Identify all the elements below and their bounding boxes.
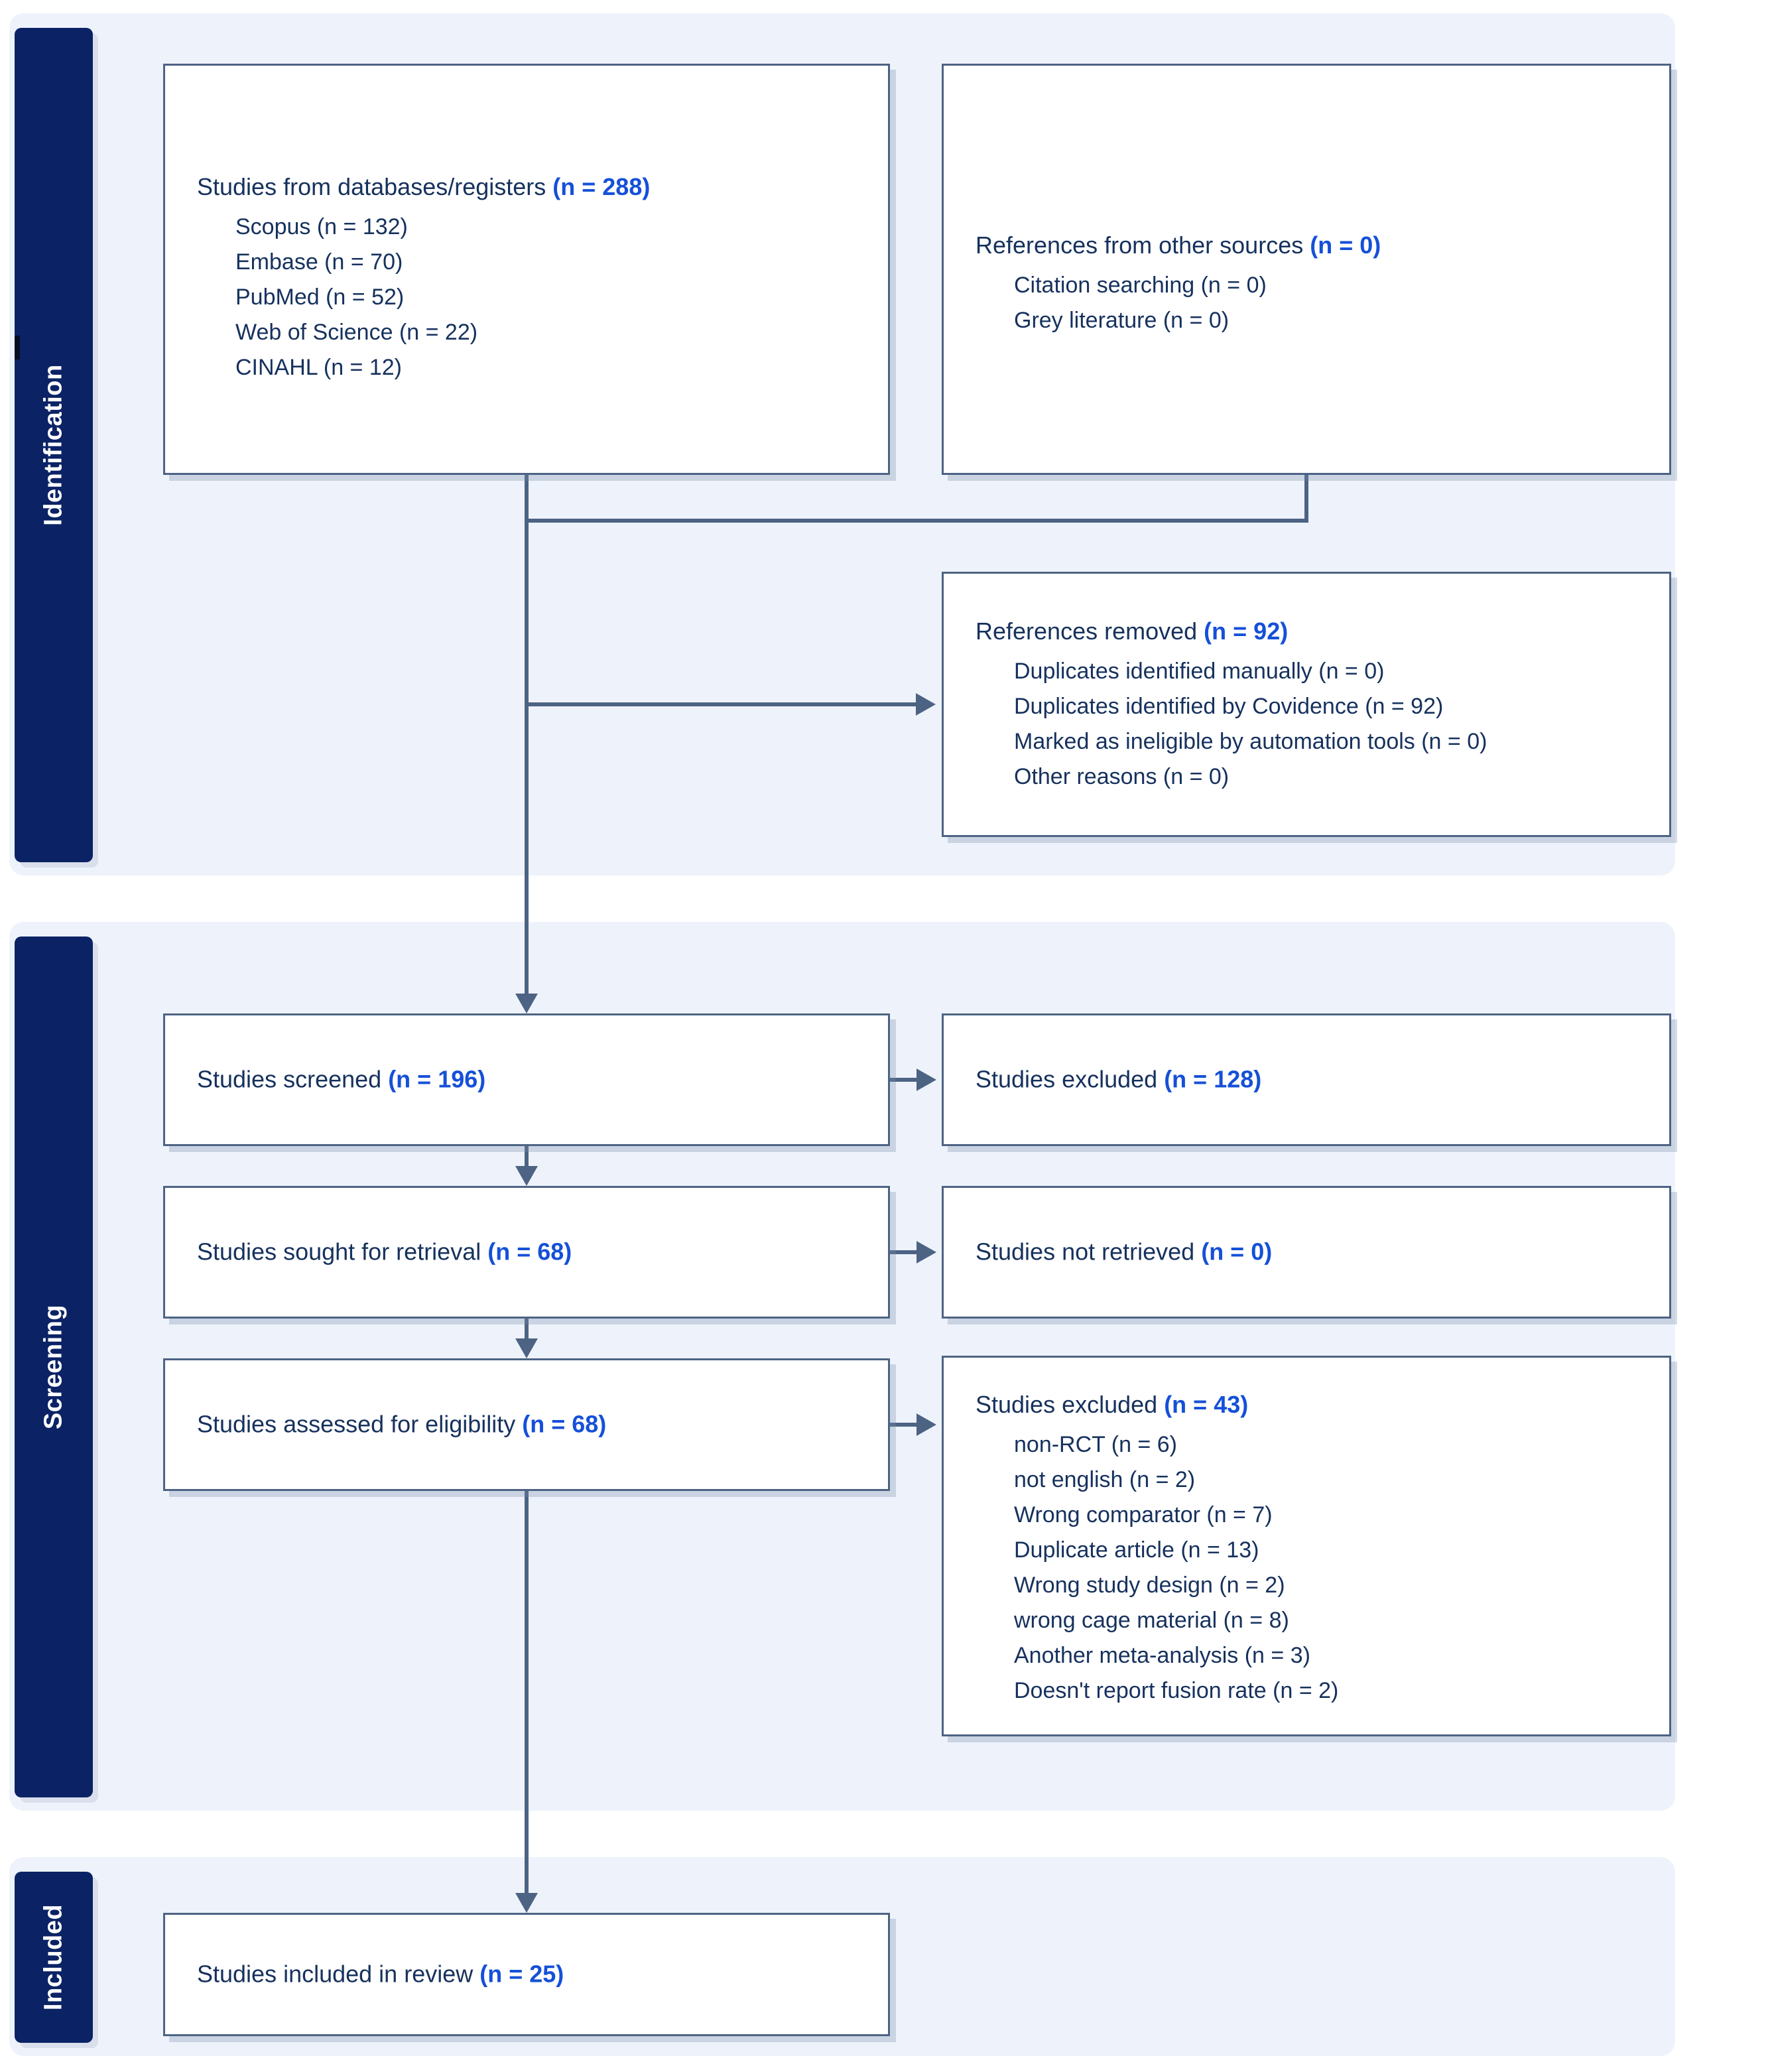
list-item: wrong cage material (n = 8) [1014, 1607, 1289, 1633]
box-studies-not-retrieved: Studies not retrieved (n = 0) [942, 1186, 1671, 1319]
arrowhead-to-studies-included [515, 1893, 538, 1913]
arrowhead-sought-to-notretrieved [916, 1241, 936, 1263]
box-references-removed: References removed (n = 92) Duplicates i… [942, 572, 1671, 837]
list-item: Duplicates identified by Covidence (n = … [1014, 693, 1444, 719]
box-studies-screened: Studies screened (n = 196) [163, 1013, 890, 1146]
list-item: Grey literature (n = 0) [1014, 307, 1230, 333]
box-header: References from other sources (n = 0) [976, 231, 1381, 259]
connector-identification-spine [525, 519, 529, 1000]
list-item: Marked as ineligible by automation tools… [1014, 728, 1487, 754]
box-header: Studies not retrieved (n = 0) [976, 1238, 1273, 1265]
box-header: Studies excluded (n = 43) [976, 1391, 1249, 1418]
connector-merge-bus [525, 519, 1308, 523]
arrowhead-screened-to-sought [515, 1166, 538, 1186]
connector-databases-down [525, 475, 529, 523]
connector-to-references-removed [525, 702, 916, 706]
box-references-from-other-sources: References from other sources (n = 0) Ci… [942, 64, 1671, 475]
phase-label-identification: Identification [39, 364, 68, 526]
list-item: non-RCT (n = 6) [1014, 1431, 1177, 1457]
arrowhead-sought-to-eligibility [515, 1338, 538, 1358]
connector-eligibility-to-included [525, 1491, 529, 1893]
box-header: Studies excluded (n = 128) [976, 1065, 1262, 1093]
identification-tick-mark [15, 336, 20, 359]
arrowhead-to-references-removed [916, 693, 936, 716]
list-item: Scopus (n = 132) [235, 214, 408, 239]
box-header: Studies from databases/registers (n = 28… [197, 173, 651, 200]
list-item: PubMed (n = 52) [235, 284, 405, 310]
connector-othersources-down [1304, 475, 1308, 523]
connector-sought-to-eligibility [525, 1319, 529, 1340]
sublist: Citation searching (n = 0) Grey literatu… [976, 268, 1651, 338]
box-header: References removed (n = 92) [976, 617, 1289, 645]
list-item: Web of Science (n = 22) [235, 319, 478, 345]
sublist: non-RCT (n = 6) not english (n = 2) Wron… [976, 1427, 1651, 1709]
list-item: Another meta-analysis (n = 3) [1014, 1642, 1310, 1668]
connector-screened-to-excluded [890, 1078, 916, 1082]
phase-bar-screening: Screening [15, 937, 93, 1797]
box-studies-assessed-for-eligibility: Studies assessed for eligibility (n = 68… [163, 1358, 890, 1491]
list-item: CINAHL (n = 12) [235, 354, 402, 380]
box-studies-from-databases: Studies from databases/registers (n = 28… [163, 64, 890, 475]
box-header: Studies included in review (n = 25) [197, 1960, 564, 1988]
box-header: Studies assessed for eligibility (n = 68… [197, 1410, 607, 1438]
arrowhead-eligibility-to-excluded [916, 1413, 936, 1436]
box-studies-included-in-review: Studies included in review (n = 25) [163, 1913, 890, 2036]
sublist: Scopus (n = 132) Embase (n = 70) PubMed … [197, 210, 869, 385]
arrowhead-to-studies-screened [515, 994, 538, 1013]
list-item: not english (n = 2) [1014, 1466, 1196, 1492]
list-item: Doesn't report fusion rate (n = 2) [1014, 1678, 1339, 1704]
phase-bar-included: Included [15, 1872, 93, 2043]
list-item: Citation searching (n = 0) [1014, 272, 1267, 298]
list-item: Other reasons (n = 0) [1014, 763, 1230, 789]
list-item: Duplicates identified manually (n = 0) [1014, 658, 1385, 684]
box-studies-excluded-eligibility: Studies excluded (n = 43) non-RCT (n = 6… [942, 1356, 1671, 1736]
connector-sought-to-notretrieved [890, 1250, 916, 1254]
phase-label-screening: Screening [39, 1304, 68, 1430]
connector-eligibility-to-excluded [890, 1423, 916, 1427]
list-item: Wrong comparator (n = 7) [1014, 1502, 1273, 1527]
list-item: Wrong study design (n = 2) [1014, 1572, 1285, 1598]
box-studies-sought-for-retrieval: Studies sought for retrieval (n = 68) [163, 1186, 890, 1319]
list-item: Duplicate article (n = 13) [1014, 1537, 1259, 1563]
list-item: Embase (n = 70) [235, 249, 403, 275]
phase-bar-identification: Identification [15, 28, 93, 862]
box-header: Studies screened (n = 196) [197, 1065, 486, 1093]
arrowhead-screened-to-excluded [916, 1068, 936, 1091]
sublist: Duplicates identified manually (n = 0) D… [976, 654, 1651, 795]
box-studies-excluded-screening: Studies excluded (n = 128) [942, 1013, 1671, 1146]
phase-label-included: Included [39, 1904, 68, 2011]
connector-screened-to-sought [525, 1146, 529, 1167]
box-header: Studies sought for retrieval (n = 68) [197, 1238, 572, 1265]
